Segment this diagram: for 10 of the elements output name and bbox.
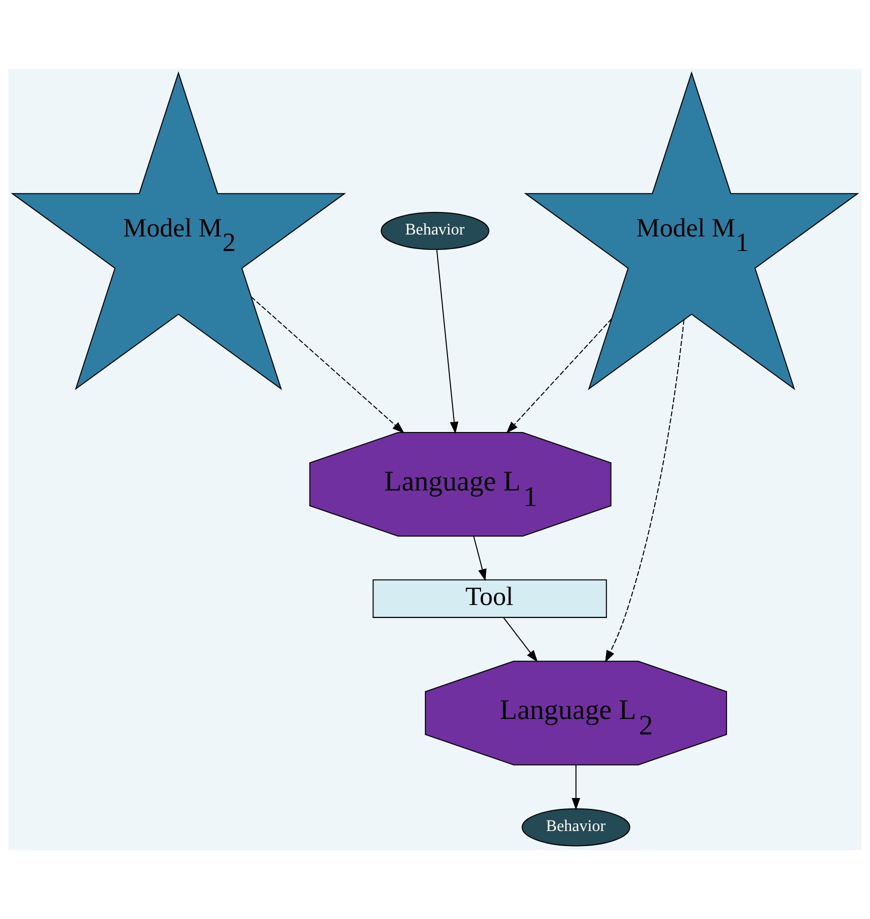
arrow bbox=[506, 318, 612, 434]
arrow bbox=[572, 764, 580, 810]
arrow bbox=[503, 617, 538, 662]
node-ellipse: Behavior bbox=[380, 212, 490, 250]
node-ellipse: Behavior bbox=[522, 808, 630, 846]
arrow bbox=[436, 250, 458, 434]
arrow bbox=[473, 536, 486, 582]
arrow bbox=[251, 296, 404, 434]
arrow bbox=[605, 320, 684, 663]
node-box: Tool bbox=[372, 579, 607, 618]
